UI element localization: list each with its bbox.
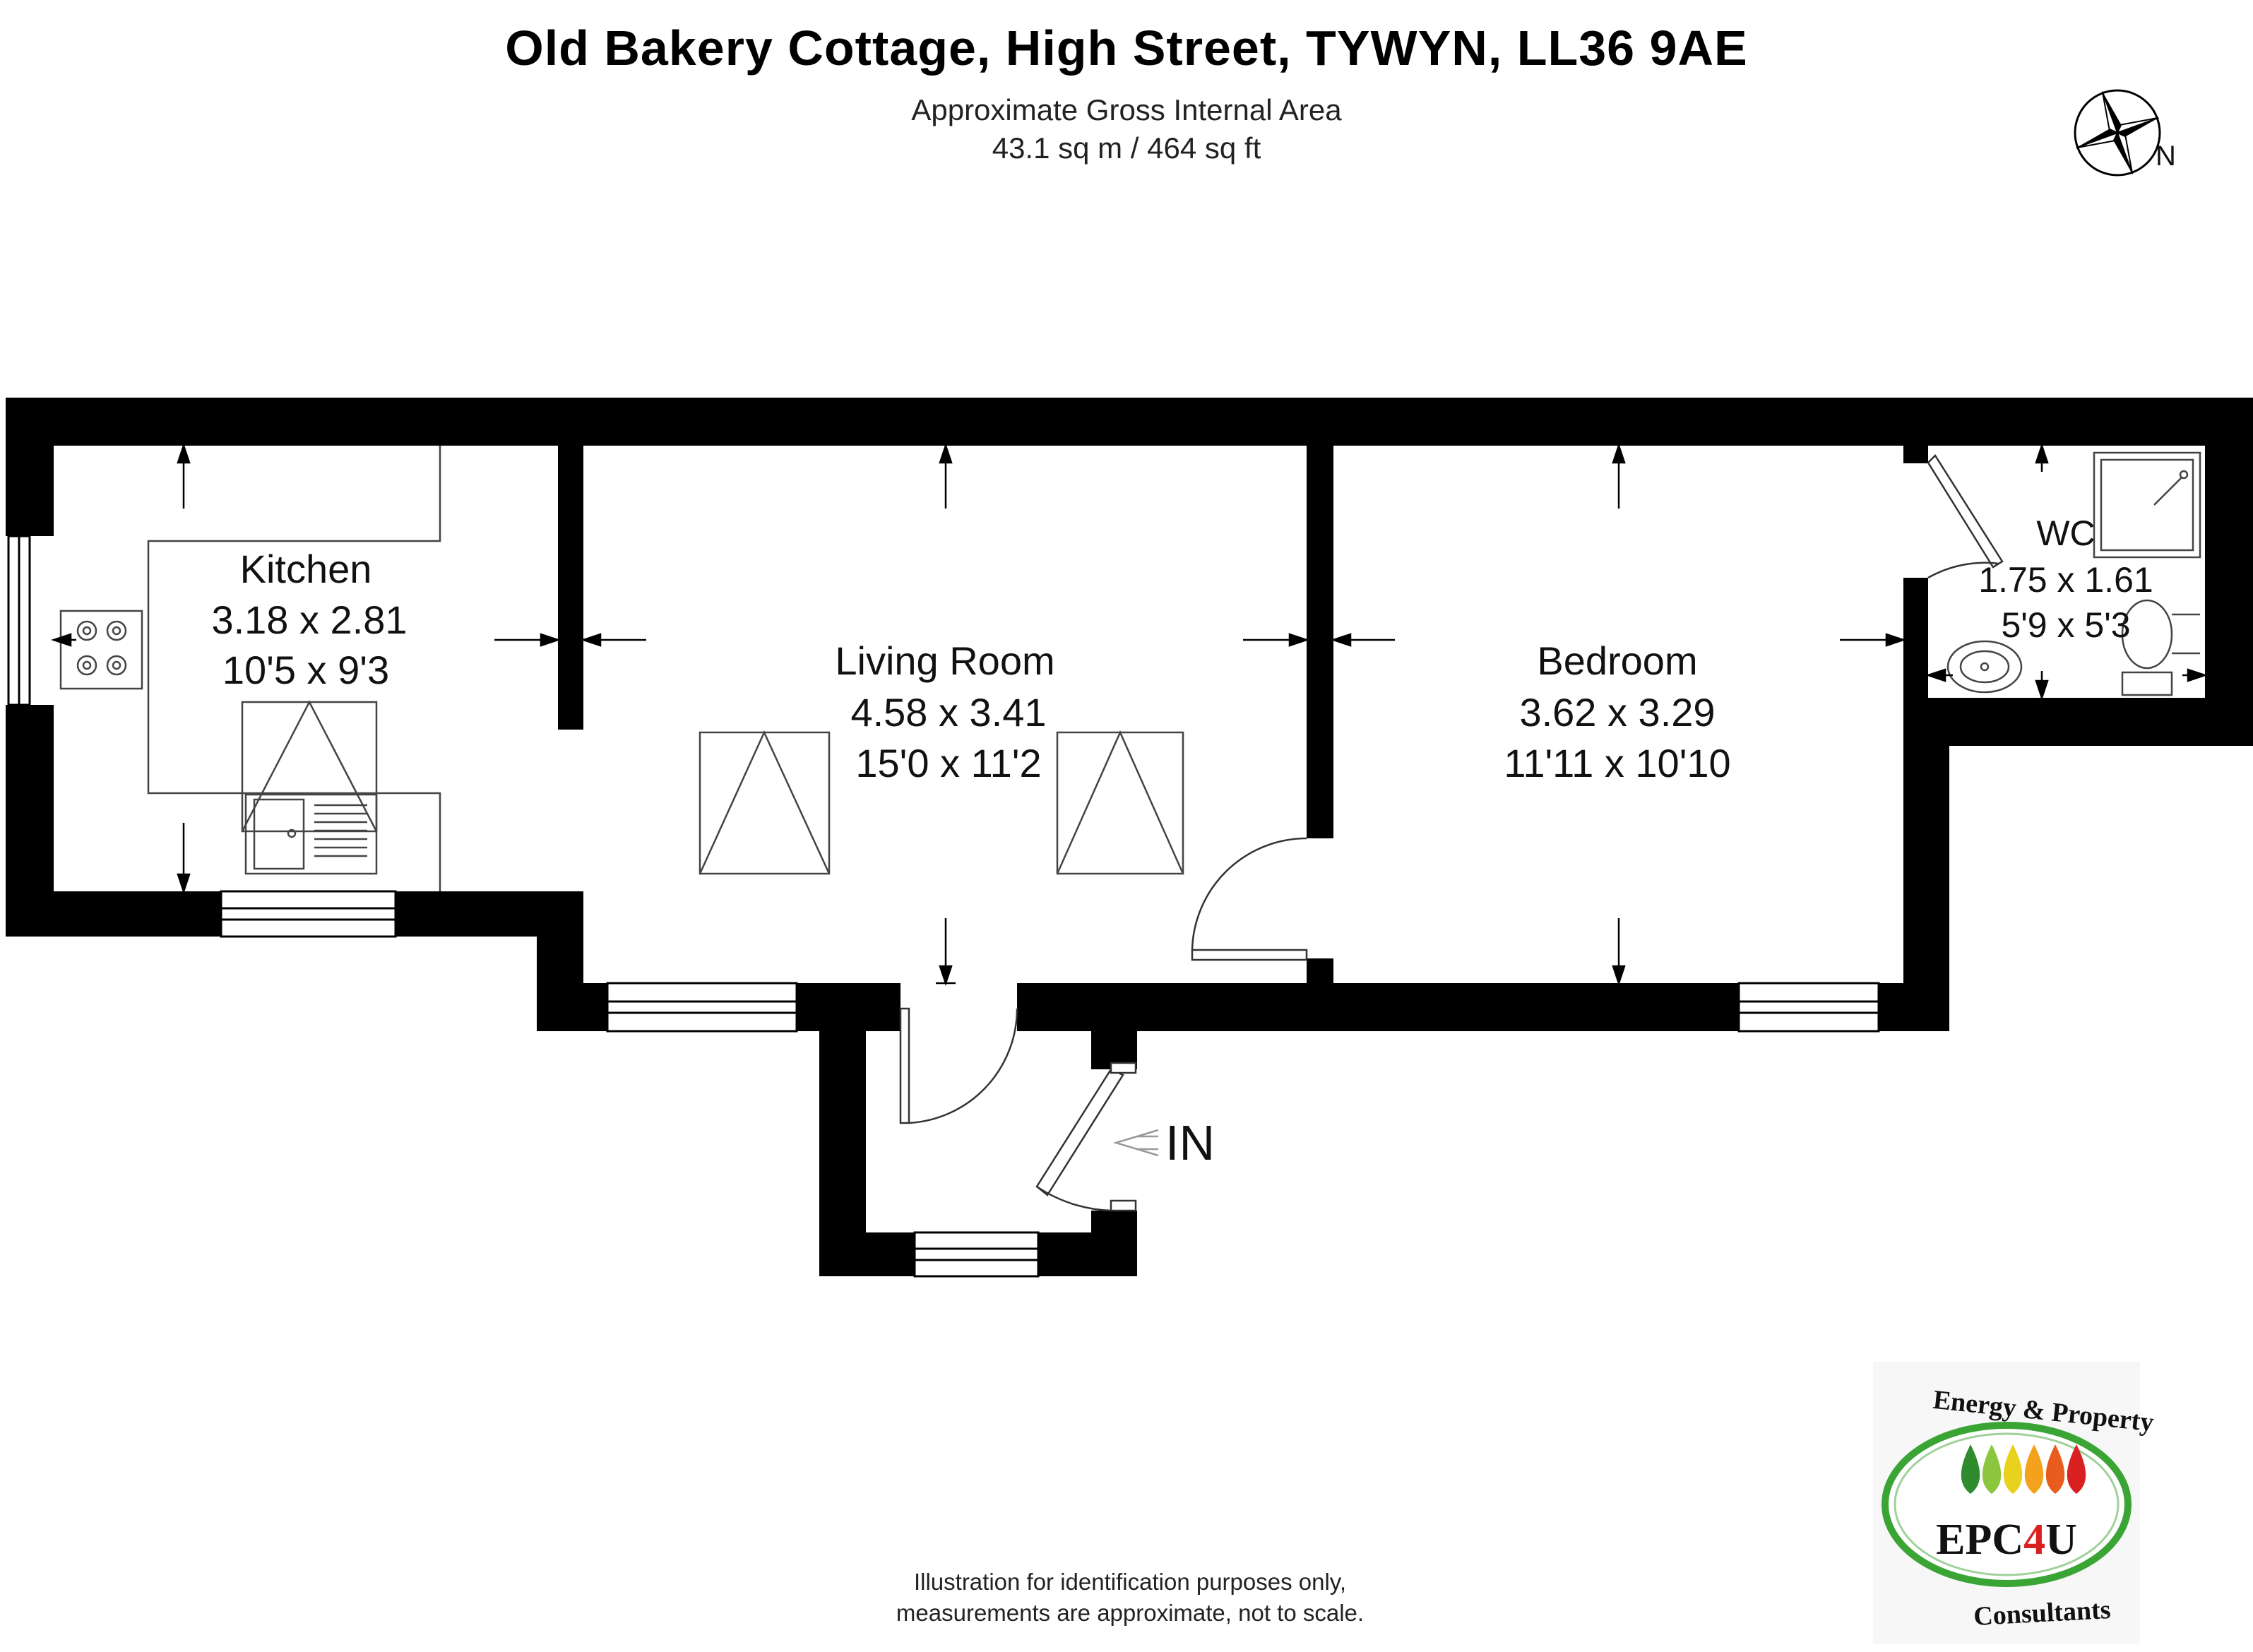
- room-label-kitchen: Kitchen 3.18 x 2.81 10'5 x 9'3: [211, 547, 407, 692]
- kitchen-imperial: 10'5 x 9'3: [222, 648, 389, 692]
- room-label-wc: WC 1.75 x 1.61 5'9 x 5'3: [1978, 513, 2153, 645]
- kitchen-skylight: [241, 701, 378, 833]
- living-skylights: [699, 730, 1184, 875]
- area-label: Approximate Gross Internal Area: [911, 93, 1342, 126]
- doors: [899, 454, 2004, 1212]
- compass-icon: [2074, 89, 2161, 177]
- compass-label: N: [2156, 141, 2176, 172]
- epc4u-logo: Energy & Property EPC4U Consultants: [1873, 1362, 2155, 1644]
- sink-icon: [244, 793, 378, 875]
- bedroom-metric: 3.62 x 3.29: [1519, 690, 1715, 735]
- wc-imperial: 5'9 x 5'3: [2001, 605, 2130, 645]
- logo-brand-suffix: U: [2045, 1516, 2077, 1564]
- bedroom-imperial: 11'11 x 10'10: [1504, 741, 1730, 785]
- living-window: [606, 982, 798, 1033]
- kitchen-window: [220, 890, 397, 938]
- epc-drops-icon: [1961, 1444, 2086, 1494]
- windows: [7, 535, 1880, 1278]
- disclaimer-line-2: measurements are approximate, not to sca…: [896, 1600, 1365, 1626]
- entrance-label: IN: [1165, 1115, 1215, 1170]
- bedroom-name: Bedroom: [1537, 638, 1697, 683]
- room-label-living: Living Room 4.58 x 3.41 15'0 x 11'2: [835, 638, 1054, 785]
- hob-icon: [59, 610, 143, 690]
- wc-metric: 1.75 x 1.61: [1978, 560, 2153, 600]
- logo-brand-digit: 4: [2023, 1516, 2045, 1564]
- logo-brand-prefix: EPC: [1936, 1516, 2023, 1564]
- entrance-arrow-icon: [1112, 1129, 1159, 1157]
- living-name: Living Room: [835, 638, 1054, 683]
- shower-icon: [2093, 451, 2201, 559]
- living-metric: 4.58 x 3.41: [850, 690, 1046, 735]
- kitchen-name: Kitchen: [240, 547, 372, 591]
- wc-name: WC: [2036, 513, 2095, 553]
- plan-title: Old Bakery Cottage, High Street, TYWYN, …: [505, 20, 1748, 76]
- room-label-bedroom: Bedroom 3.62 x 3.29 11'11 x 10'10: [1504, 638, 1730, 785]
- wc-fittings: [1946, 451, 2201, 696]
- porch-window: [913, 1231, 1040, 1278]
- kitchen-fittings: [59, 446, 441, 891]
- living-imperial: 15'0 x 11'2: [855, 741, 1041, 785]
- kitchen-metric: 3.18 x 2.81: [211, 598, 407, 642]
- disclaimer-line-1: Illustration for identification purposes…: [913, 1569, 1347, 1595]
- svg-text:EPC4U: EPC4U: [1936, 1516, 2077, 1564]
- dimension-arrows: [51, 443, 2208, 986]
- logo-bottom-text: Consultants: [1973, 1595, 2111, 1632]
- bedroom-window: [1737, 982, 1880, 1033]
- area-value: 43.1 sq m / 464 sq ft: [992, 131, 1261, 165]
- walls: [6, 398, 2253, 1276]
- toilet-icon: [2121, 671, 2173, 696]
- washbasin-icon: [1946, 640, 2023, 694]
